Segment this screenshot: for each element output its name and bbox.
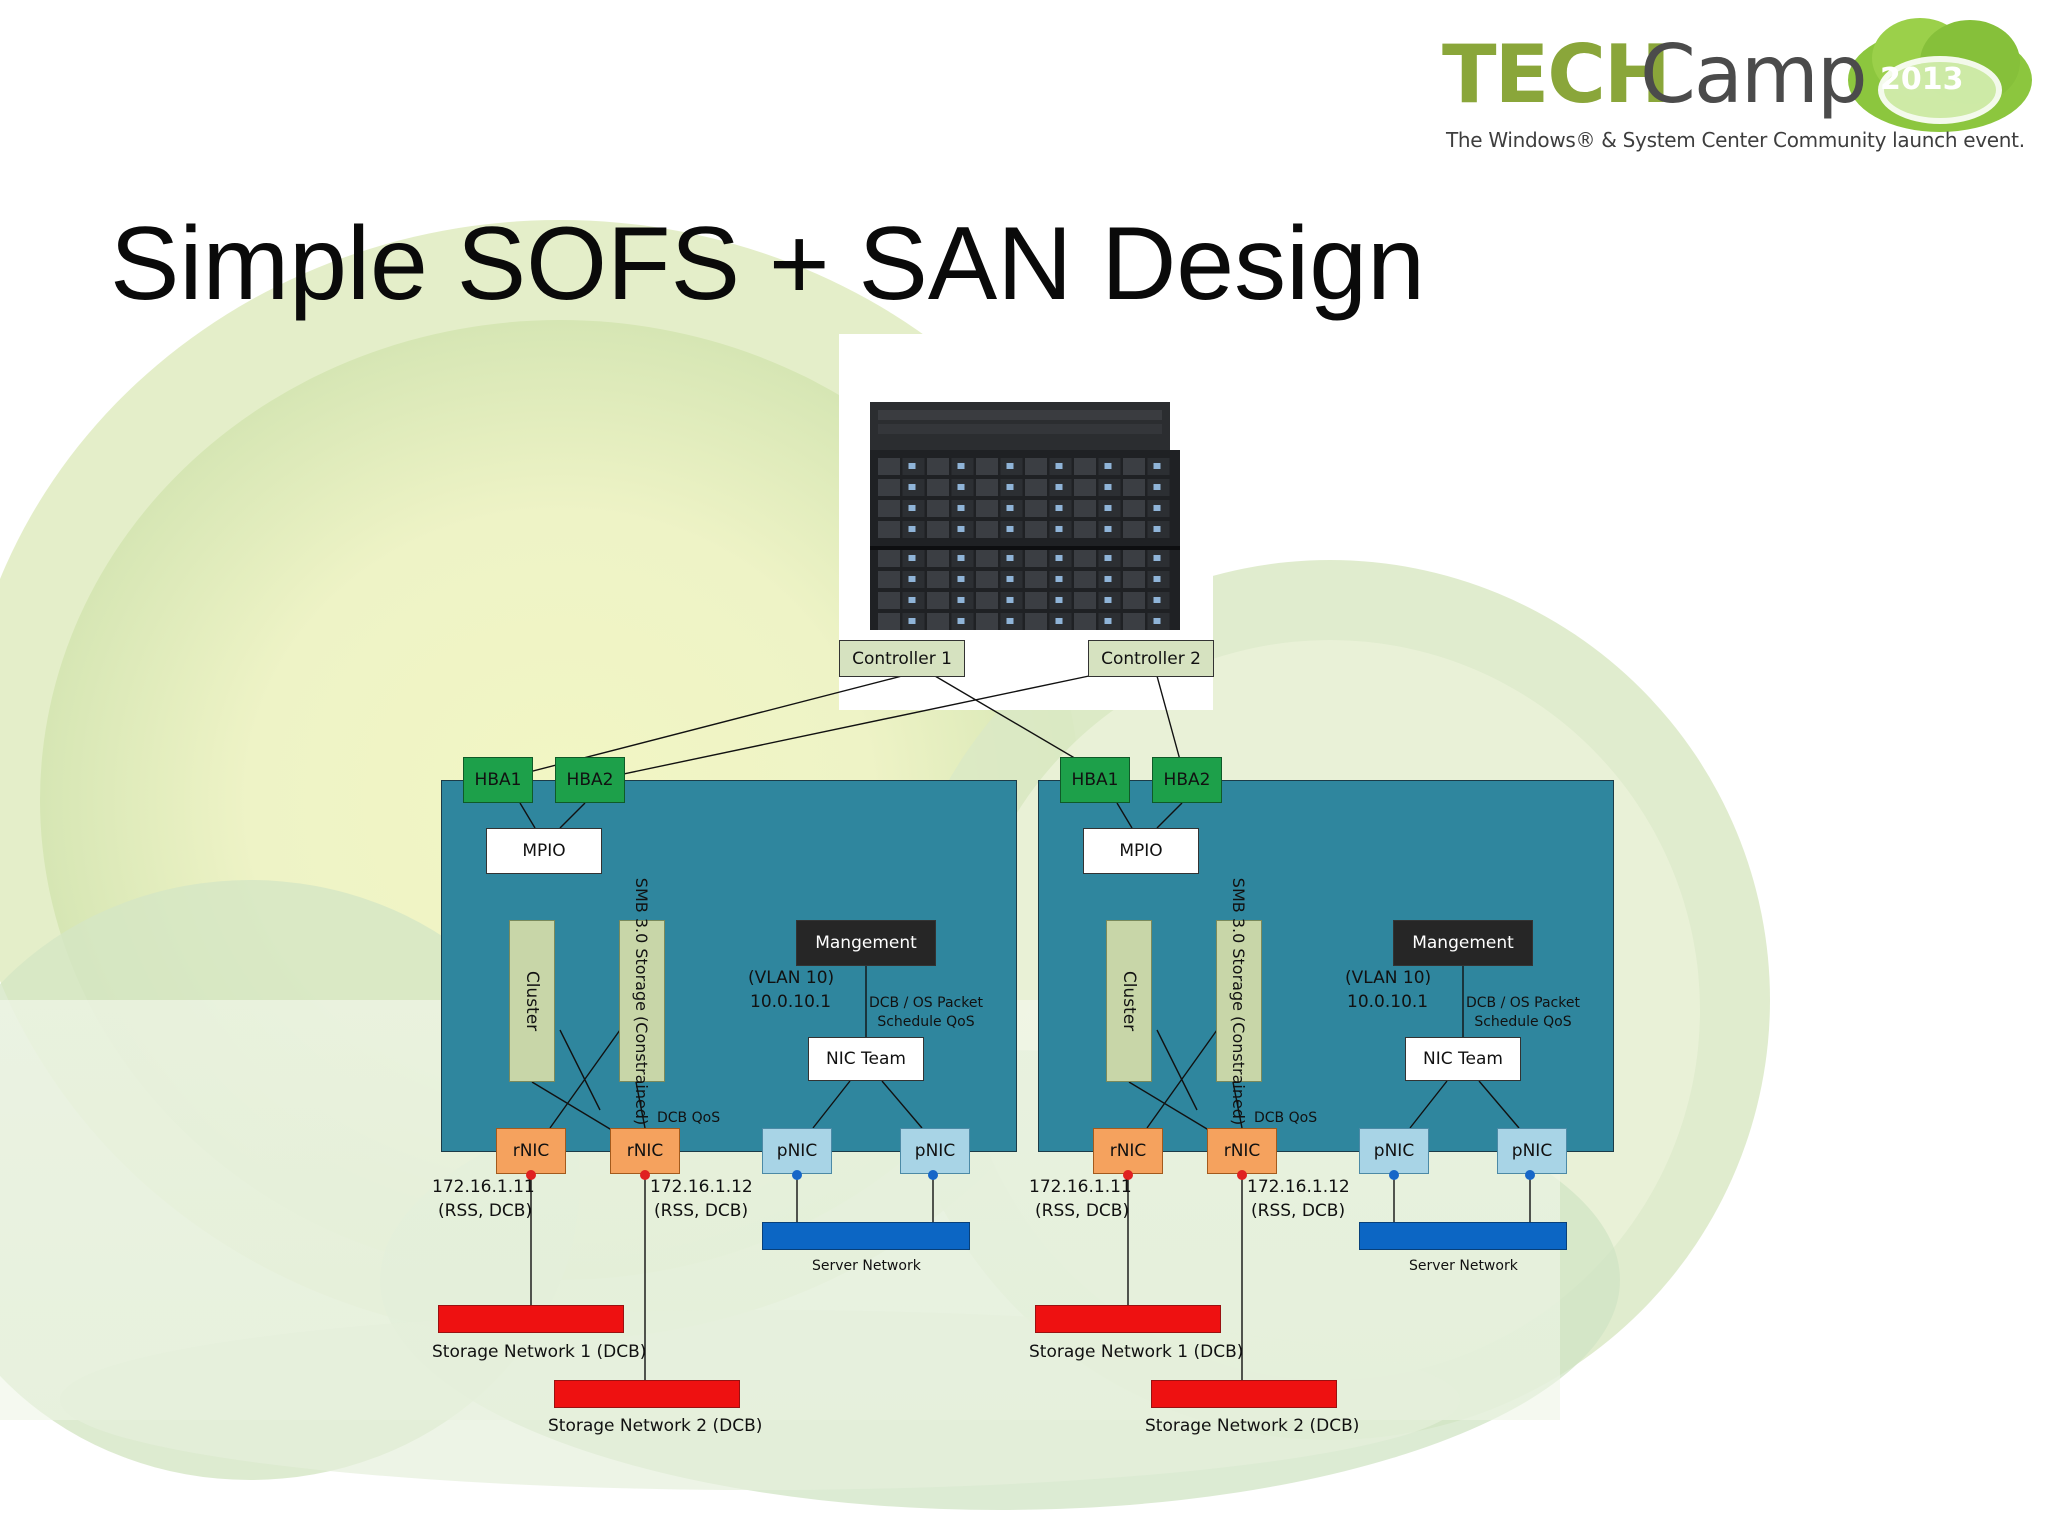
node1-storage-network-2-bar [554, 1380, 740, 1408]
controller-2: Controller 2 [1088, 640, 1214, 677]
node1-rnic2-note: (RSS, DCB) [654, 1201, 749, 1221]
node2-rnic2-ip: 172.16.1.12 [1247, 1177, 1350, 1197]
node2-storage-network-2-bar [1151, 1380, 1337, 1408]
node1-rnic-2: rNIC [610, 1128, 680, 1174]
node1-hba1: HBA1 [463, 757, 533, 803]
node1-pnic-2: pNIC [900, 1128, 970, 1174]
node1-qos-packet-label: DCB / OS Packet Schedule QoS [869, 995, 983, 1030]
node2-pnic1-port [1389, 1170, 1399, 1180]
node2-smb-storage: SMB 3.0 Storage (Constrained) [1216, 877, 1262, 1125]
node2-rnic-1: rNIC [1093, 1128, 1163, 1174]
node1-mgmt-ip: 10.0.10.1 [750, 992, 832, 1012]
node2-server-network-bar [1359, 1222, 1567, 1250]
slide-title: Simple SOFS + SAN Design [110, 206, 1425, 322]
controller-1: Controller 1 [839, 640, 965, 677]
node2-mgmt-ip: 10.0.10.1 [1347, 992, 1429, 1012]
node1-storage-network-2-label: Storage Network 2 (DCB) [548, 1416, 763, 1436]
node2-mpio: MPIO [1083, 828, 1199, 874]
logo-tech-text: TECH [1442, 28, 1671, 121]
node2-vlan-label: (VLAN 10) [1345, 968, 1432, 988]
node1-server-network-label: Server Network [812, 1258, 921, 1274]
node1-pnic2-port [928, 1170, 938, 1180]
node1-mpio: MPIO [486, 828, 602, 874]
node2-rnic1-note: (RSS, DCB) [1035, 1201, 1130, 1221]
node2-storage-network-1-bar [1035, 1305, 1221, 1333]
node1-pnic1-port [792, 1170, 802, 1180]
node1-rnic1-port [526, 1170, 536, 1180]
node1-server-network-bar [762, 1222, 970, 1250]
node2-dcb-qos-label: DCB QoS [1254, 1110, 1318, 1126]
node1-rnic2-ip: 172.16.1.12 [650, 1177, 753, 1197]
node1-nic-team: NIC Team [808, 1037, 924, 1081]
node2-pnic-2: pNIC [1497, 1128, 1567, 1174]
node1-rnic-1: rNIC [496, 1128, 566, 1174]
node2-qos-packet-label: DCB / OS Packet Schedule QoS [1466, 995, 1580, 1030]
node1-rnic1-note: (RSS, DCB) [438, 1201, 533, 1221]
node2-rnic1-ip: 172.16.1.11 [1029, 1177, 1132, 1197]
logo-camp-text: Camp [1640, 28, 1868, 121]
node2-rnic2-port [1237, 1170, 1247, 1180]
node1-storage-network-1-bar [438, 1305, 624, 1333]
node2-hba2: HBA2 [1152, 757, 1222, 803]
node1-cluster: Cluster [509, 920, 555, 1082]
node1-rnic2-port [640, 1170, 650, 1180]
node2-pnic2-port [1525, 1170, 1535, 1180]
logo-cloud-graphic [1848, 18, 2032, 132]
node2-nic-team: NIC Team [1405, 1037, 1521, 1081]
node1-management: Mangement [796, 920, 936, 966]
node2-management: Mangement [1393, 920, 1533, 966]
node1-pnic-1: pNIC [762, 1128, 832, 1174]
node1-smb-storage: SMB 3.0 Storage (Constrained) [619, 877, 665, 1125]
node2-pnic-1: pNIC [1359, 1128, 1429, 1174]
node1-vlan-label: (VLAN 10) [748, 968, 835, 988]
node2-rnic1-port [1123, 1170, 1133, 1180]
node2-storage-network-2-label: Storage Network 2 (DCB) [1145, 1416, 1360, 1436]
node1-hba2: HBA2 [555, 757, 625, 803]
node1-dcb-qos-label: DCB QoS [657, 1110, 721, 1126]
node2-hba1: HBA1 [1060, 757, 1130, 803]
storage-array-icon [870, 402, 1180, 630]
logo-year-text: 2013 [1880, 62, 1964, 97]
node2-server-network-label: Server Network [1409, 1258, 1518, 1274]
node1-rnic1-ip: 172.16.1.11 [432, 1177, 535, 1197]
node2-rnic2-note: (RSS, DCB) [1251, 1201, 1346, 1221]
node1-storage-network-1-label: Storage Network 1 (DCB) [432, 1342, 647, 1362]
logo-tagline: The Windows® & System Center Community l… [1446, 128, 2025, 152]
node2-storage-network-1-label: Storage Network 1 (DCB) [1029, 1342, 1244, 1362]
node2-cluster: Cluster [1106, 920, 1152, 1082]
node2-rnic-2: rNIC [1207, 1128, 1277, 1174]
